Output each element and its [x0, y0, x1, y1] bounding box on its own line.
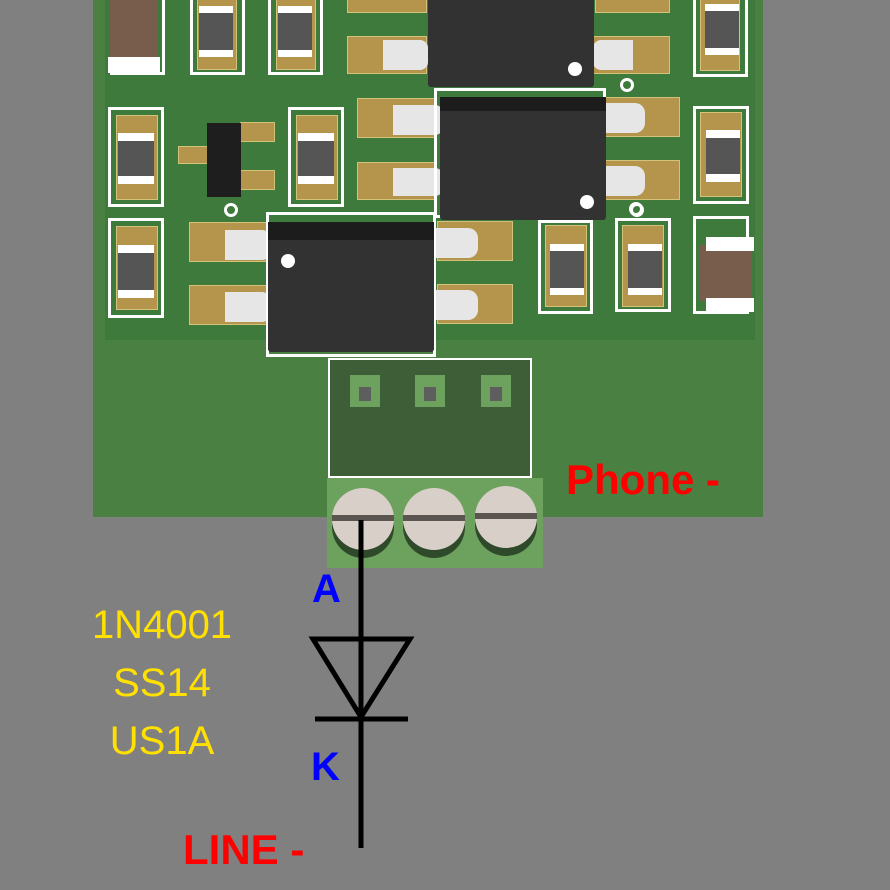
ic-lead	[433, 290, 478, 320]
chip-terminal	[706, 130, 740, 138]
via	[620, 78, 634, 92]
terminal-pin	[481, 375, 511, 407]
silkscreen-outline	[108, 107, 164, 207]
cathode-label: K	[311, 745, 340, 789]
ic-lead	[603, 166, 645, 196]
ic-lead	[225, 292, 270, 322]
silkscreen-outline	[693, 0, 748, 77]
ic-lead	[383, 40, 428, 70]
terminal-pin	[350, 375, 380, 407]
terminal-screw-2	[403, 488, 465, 550]
terminal-pin	[415, 375, 445, 407]
chip-terminal	[118, 176, 154, 184]
chip-terminal	[628, 244, 662, 251]
smd-resistor	[628, 248, 662, 290]
via	[630, 203, 644, 217]
ic-chip-u2	[440, 97, 606, 220]
smd-resistor	[706, 135, 740, 175]
diode-triangle-icon	[308, 636, 415, 722]
chip-terminal	[705, 48, 739, 55]
via	[224, 203, 238, 217]
part-number: SS14	[113, 661, 211, 705]
chip-terminal	[118, 245, 154, 253]
smd-resistor	[278, 12, 312, 52]
smd-resistor	[298, 138, 334, 178]
anode-label: A	[312, 567, 341, 611]
capacitor-terminal	[108, 57, 160, 73]
phone-net-label: Phone -	[566, 456, 720, 503]
silkscreen-outline	[615, 218, 671, 312]
terminal-screw-3	[475, 486, 537, 548]
tantalum-capacitor	[700, 245, 752, 301]
chip-terminal	[118, 290, 154, 298]
silkscreen-outline	[190, 0, 245, 75]
sot23-transistor	[207, 123, 241, 197]
ic-bevel	[268, 222, 434, 240]
chip-terminal	[298, 176, 334, 184]
chip-terminal	[628, 288, 662, 295]
pin1-marker	[580, 195, 594, 209]
line-net-label: LINE -	[183, 826, 305, 873]
ic-lead	[225, 230, 270, 260]
silkscreen-outline	[288, 107, 344, 207]
capacitor-terminal	[706, 298, 754, 312]
silkscreen-outline	[266, 212, 436, 357]
smd-resistor	[118, 138, 154, 178]
ic-bevel	[440, 97, 606, 111]
smd-resistor	[550, 248, 584, 290]
ic-lead	[433, 228, 478, 258]
ic-chip-u3	[268, 222, 434, 352]
silkscreen-outline	[538, 220, 593, 314]
part-number: 1N4001	[91, 603, 233, 647]
silkscreen-outline	[268, 0, 323, 75]
tantalum-capacitor	[110, 0, 158, 57]
chip-terminal	[550, 244, 584, 251]
ic-pad	[595, 0, 670, 13]
ic-pad	[347, 0, 427, 13]
ic-lead	[593, 40, 633, 70]
pin1-marker	[568, 62, 582, 76]
smd-resistor	[118, 250, 154, 292]
part-number: US1A	[109, 719, 215, 763]
pin1-marker	[281, 254, 295, 268]
chip-terminal	[118, 133, 154, 141]
ic-chip-u1	[428, 0, 594, 87]
chip-terminal	[199, 6, 233, 13]
chip-terminal	[278, 6, 312, 13]
silkscreen-outline	[108, 218, 164, 318]
chip-terminal	[705, 4, 739, 11]
chip-terminal	[199, 50, 233, 57]
chip-terminal	[298, 133, 334, 141]
diode-part-list: 1N4001 SS14 US1A	[72, 596, 252, 770]
capacitor-terminal	[706, 237, 754, 251]
chip-terminal	[278, 50, 312, 57]
chip-terminal	[706, 174, 740, 182]
smd-resistor	[705, 8, 739, 48]
chip-terminal	[550, 288, 584, 295]
ic-lead	[603, 103, 645, 133]
smd-resistor	[199, 12, 233, 52]
silkscreen-outline	[693, 106, 749, 204]
